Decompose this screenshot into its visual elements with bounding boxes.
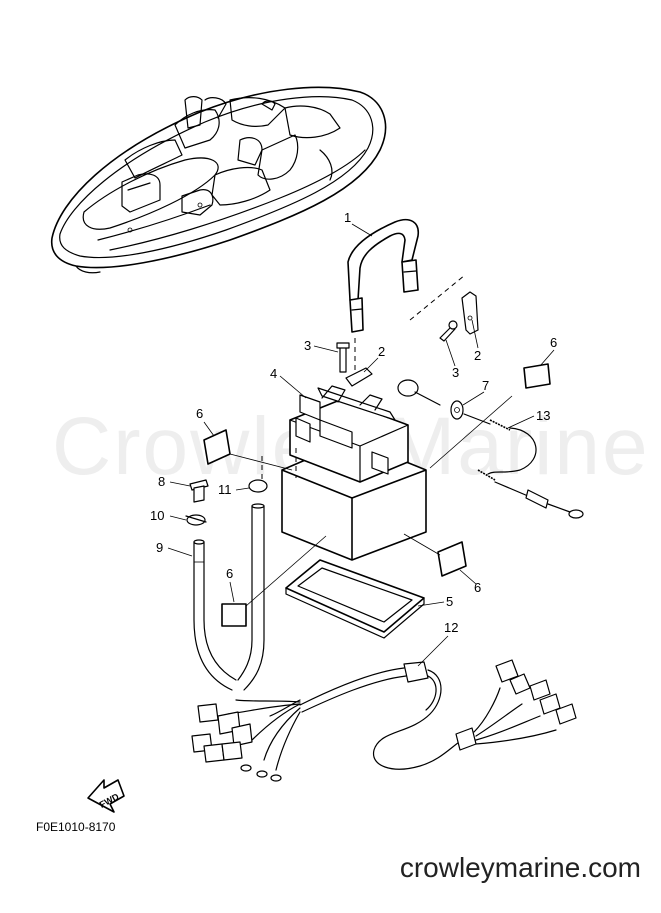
callout-2-left: 2: [378, 344, 385, 359]
part-1-battery-band: [347, 218, 420, 333]
callout-3-left: 3: [304, 338, 311, 353]
part-8-bolt: [189, 479, 209, 503]
part-6-label-top-right: [523, 363, 551, 389]
callout-11: 11: [218, 482, 232, 497]
part-3-bolt-left: [336, 342, 350, 373]
callout-5: 5: [446, 594, 453, 609]
diagram-code: F0E1010-8170: [36, 820, 116, 834]
callout-8: 8: [158, 474, 165, 489]
callout-12: 12: [444, 620, 458, 635]
part-13-positive-cable: [463, 413, 584, 519]
site-url: crowleymarine.com: [399, 852, 641, 883]
part-2-bracket-left: [345, 367, 373, 387]
part-11-cap: [248, 479, 268, 493]
part-6-label-bottom: [221, 603, 247, 627]
callout-13: 13: [536, 408, 550, 423]
fwd-arrow-icon: FWD: [87, 779, 125, 813]
callout-2-right: 2: [474, 348, 481, 363]
part-6-label-right: [437, 541, 467, 577]
callout-6-top-right: 6: [550, 335, 557, 350]
callout-1: 1: [344, 210, 351, 225]
callout-10: 10: [150, 508, 164, 523]
part-3-bolt-right: [439, 320, 458, 342]
part-4-battery: [281, 385, 427, 561]
part-6-label-left: [203, 429, 231, 465]
part-10-clamp: [185, 514, 207, 526]
part-12-wire-harness: [191, 659, 577, 782]
callout-7: 7: [482, 378, 489, 393]
callout-6-left: 6: [196, 406, 203, 421]
callout-4: 4: [270, 366, 277, 381]
part-5-battery-tray: [285, 559, 425, 639]
callout-6-right: 6: [474, 580, 481, 595]
boat-illustration: [50, 86, 387, 274]
callout-6-bottom: 6: [226, 566, 233, 581]
part-9-vent-hose: [193, 503, 265, 691]
callout-3-right: 3: [452, 365, 459, 380]
part-7-cap: [397, 379, 464, 420]
part-2-bracket-right: [461, 291, 479, 335]
callout-9: 9: [156, 540, 163, 555]
